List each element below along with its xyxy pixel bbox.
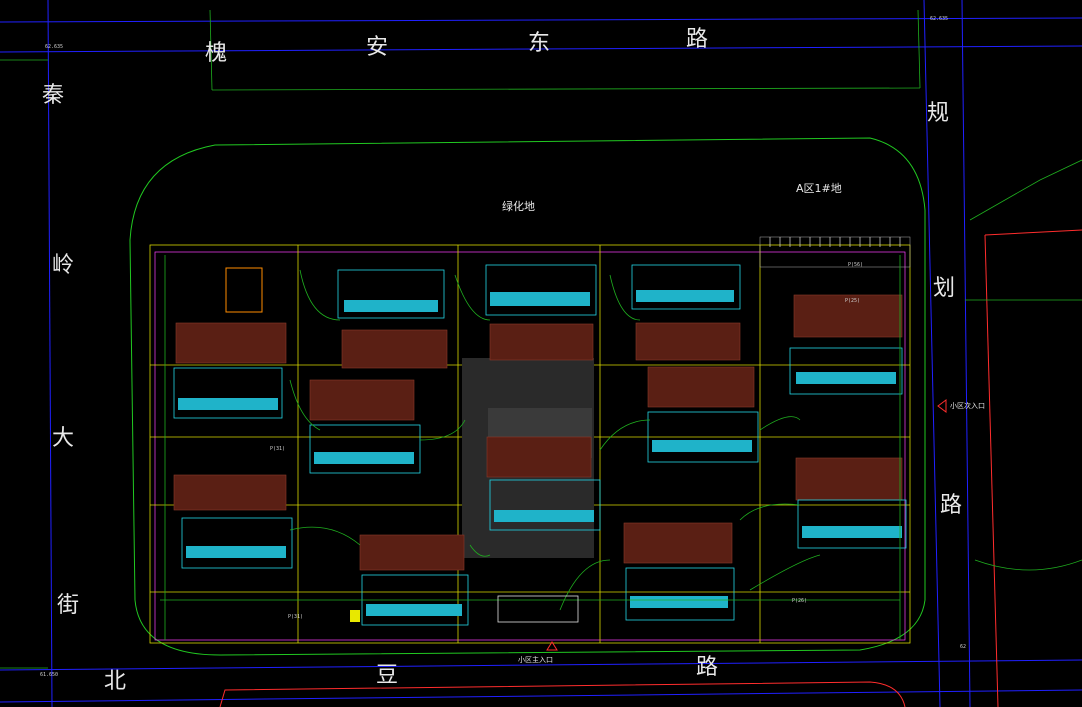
green-road-lines [0, 9, 1082, 669]
side-entrance-arrow-icon [937, 399, 947, 413]
road-top-char: 安 [366, 35, 388, 60]
building-plans [173, 264, 907, 626]
building-roofs [173, 294, 903, 571]
road-bottom-char: 路 [696, 655, 718, 680]
road-top-char: 路 [686, 27, 708, 52]
main-entrance-arrow-icon [546, 641, 558, 651]
site-green-loop [129, 137, 926, 656]
parking-stalls-top [759, 236, 911, 268]
side-entrance-label: 小区次入口 [950, 401, 985, 410]
road-bottom-char: 北 [104, 669, 126, 694]
entrance-structure [497, 595, 579, 623]
road-left-char: 岭 [52, 253, 74, 278]
fence-line [154, 251, 906, 641]
road-left-name: 秦 岭 大 街 [42, 83, 79, 618]
parking-label: P(56) [848, 262, 863, 268]
main-entrance-label: 小区主入口 [518, 655, 553, 664]
marker-yellow [350, 610, 360, 622]
parking-label: P(25) [845, 298, 860, 304]
internal-paths [160, 255, 901, 640]
road-left-char: 街 [57, 593, 79, 618]
road-top-name: 槐 安 东 路 [205, 27, 708, 66]
road-right-char: 路 [940, 493, 962, 518]
road-right-char: 规 [927, 101, 949, 126]
elevation-top-left: 62.635 [45, 44, 63, 50]
parking-label: P(31) [288, 614, 303, 620]
road-top-char: 东 [528, 31, 550, 56]
greenbelt-label: 绿化地 [502, 199, 535, 213]
elevation-top-right: 62.635 [930, 16, 948, 22]
road-bottom-char: 豆 [376, 663, 398, 688]
road-right-name: 规 划 路 [927, 101, 962, 518]
road-top-char: 槐 [205, 41, 227, 66]
elevation-bottom-right: 62 [960, 644, 966, 650]
parking-label: P(31) [270, 446, 285, 452]
road-left-char: 大 [52, 426, 74, 451]
zone-label: A区1#地 [796, 182, 842, 195]
elevation-bottom-left: 61.650 [40, 672, 58, 678]
guard-house [225, 267, 263, 313]
road-bottom-name: 北 豆 路 [104, 655, 718, 694]
road-right-char: 划 [933, 276, 955, 301]
parking-label: P(26) [792, 598, 807, 604]
site-boundary [149, 244, 911, 644]
parking-stall-lines-top [769, 237, 901, 247]
road-left-char: 秦 [42, 83, 64, 108]
